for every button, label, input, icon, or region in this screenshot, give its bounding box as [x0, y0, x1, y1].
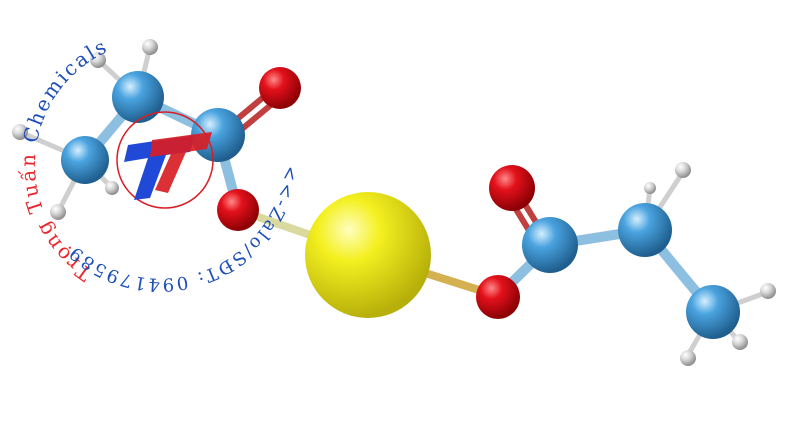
- hydrogen-atom: [732, 334, 748, 350]
- carbon-atom: [618, 203, 672, 257]
- hydrogen-atom: [105, 181, 119, 195]
- hydrogen-atom: [680, 350, 696, 366]
- atoms: [12, 39, 776, 366]
- carbon-atom: [112, 71, 164, 123]
- hydrogen-atom: [760, 283, 776, 299]
- oxygen-atom: [259, 67, 301, 109]
- hydrogen-atom: [644, 182, 656, 194]
- carbon-atom: [686, 285, 740, 339]
- watermark-inner-ring: [116, 111, 214, 209]
- hydrogen-atom: [675, 162, 691, 178]
- hydrogen-atom: [90, 52, 106, 68]
- hydrogen-atom: [12, 124, 28, 140]
- tt-logo-icon: [124, 132, 212, 200]
- watermark-brand-blue: Chemicals: [18, 33, 112, 145]
- oxygen-atom: [217, 189, 259, 231]
- hydrogen-atom: [142, 39, 158, 55]
- oxygen-atom: [476, 275, 520, 319]
- carbon-atom: [61, 136, 109, 184]
- hydrogen-atom: [50, 204, 66, 220]
- oxygen-atom: [489, 165, 535, 211]
- metal-atom: [305, 192, 431, 318]
- carbon-atom: [522, 217, 578, 273]
